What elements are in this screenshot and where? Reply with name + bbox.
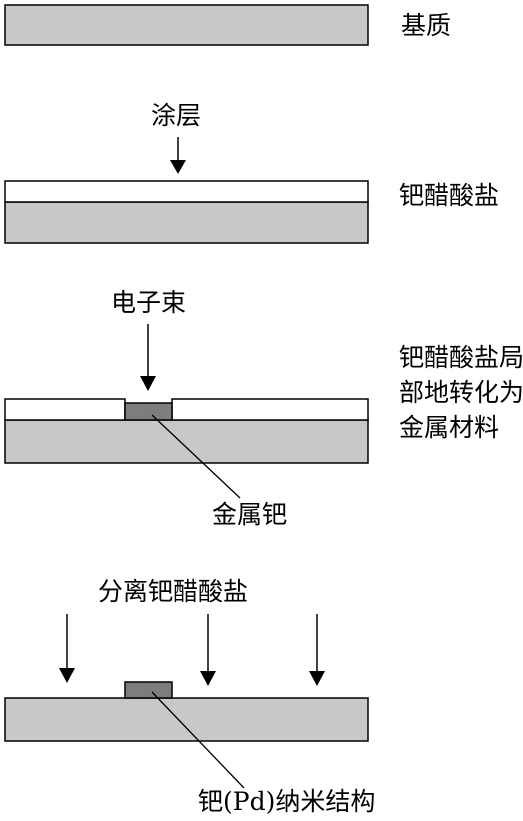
substrate-step3	[4, 419, 369, 464]
label-palladium-acetate: 钯醋酸盐	[399, 181, 500, 210]
label-substrate: 基质	[401, 11, 452, 40]
pd-nanostructure	[124, 681, 173, 699]
electron-beam-arrow	[140, 324, 156, 391]
metal-palladium-step3	[124, 402, 173, 421]
coating-arrow	[170, 137, 186, 174]
pd-nanostructure-leader	[151, 691, 245, 789]
coating-right-step3	[171, 398, 369, 421]
liftoff-arrow-1	[59, 614, 75, 683]
label-electron-beam: 电子束	[111, 288, 187, 317]
liftoff-arrow-3	[309, 614, 325, 686]
substrate-step4	[4, 697, 369, 742]
coating-left-step3	[4, 398, 126, 421]
coating-layer-step2	[4, 180, 369, 203]
label-liftoff: 分离钯醋酸盐	[98, 577, 249, 606]
substrate-step2	[4, 201, 369, 244]
label-metal-palladium: 金属钯	[212, 500, 288, 529]
label-coating-arrow: 涂层	[151, 101, 202, 130]
liftoff-arrow-2	[200, 614, 216, 686]
label-partial-conversion: 钯醋酸盐局部地转化为金属材料	[399, 343, 523, 442]
substrate-step1	[4, 4, 369, 46]
label-pd-nanostructure: 钯(Pd)纳米结构	[198, 787, 376, 816]
metal-palladium-leader	[151, 414, 241, 499]
